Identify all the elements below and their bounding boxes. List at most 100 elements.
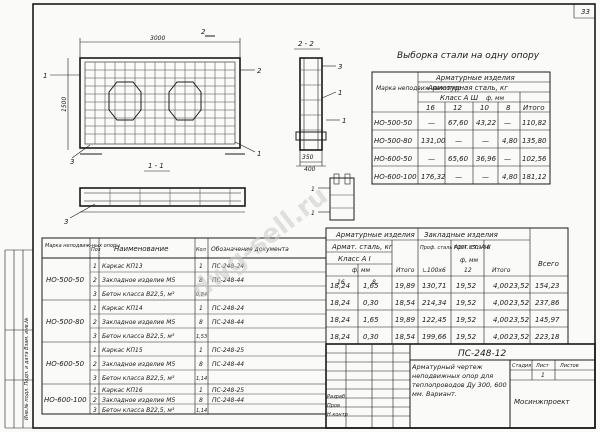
arm-cell: 23,52 <box>509 282 530 290</box>
side-margin-text: Инв.№ подл. Подп. и дата Взам. инв.№ <box>24 317 30 420</box>
spec-head-doc: Обозначение документа <box>211 246 289 253</box>
spec-qty: 1 <box>199 387 203 394</box>
spec-pos: 1 <box>93 263 97 270</box>
spec-pos: 2 <box>93 397 97 404</box>
arm-head-itogo: Итого <box>396 267 415 274</box>
steel-cell: 43,22 <box>476 119 497 127</box>
page-number: 33 <box>581 8 590 16</box>
spec-name: Каркас КП13 <box>102 263 143 270</box>
spec-name: Бетон класса В22,5, м³ <box>102 407 175 414</box>
spec-doc: ПС-248-44 <box>212 319 244 326</box>
steel-cell: 102,56 <box>522 155 547 163</box>
steel-cell: 131,00 <box>421 137 446 145</box>
arm-cell: 18,54 <box>395 299 415 307</box>
spec-doc: ПС-248-44 <box>212 397 244 404</box>
spec-head-pos: Поз <box>91 247 101 253</box>
callout-2: 2 <box>257 67 262 75</box>
spec-doc: ПС-248-24 <box>212 305 244 312</box>
arm-subcol-8: 8 <box>372 279 376 286</box>
callout-3c: 1 <box>338 89 342 97</box>
steel-cell: 67,60 <box>448 119 469 127</box>
dim-350: 350 <box>302 154 314 161</box>
steel-cell: 135,80 <box>522 137 547 145</box>
spec-qty: 1,53 <box>196 334 207 340</box>
spec-name: Бетон класса В22,5, м³ <box>102 333 175 340</box>
steel-head-d: ф, мм <box>486 95 504 102</box>
spec-group-mark: НО-500-50 <box>46 276 85 284</box>
stamp-role: Разраб <box>327 394 345 400</box>
arm-cell: 4,00 <box>493 299 509 307</box>
arm-head-class: Класс А I <box>338 255 371 263</box>
spec-name: Каркас КП14 <box>102 305 143 312</box>
spec-qty: 1 <box>199 347 203 354</box>
arm-cell: 130,71 <box>422 282 447 290</box>
steel-cell: — <box>482 173 489 181</box>
arm-cell: 18,54 <box>395 333 415 341</box>
section-mark-1a: 1 <box>311 186 315 193</box>
arm-cell: 19,52 <box>456 333 477 341</box>
steel-row-mark: НО-500-50 <box>374 119 413 127</box>
arm-head-arm-a-d: ф, мм <box>460 257 478 264</box>
dim-400: 400 <box>304 166 316 173</box>
steel-cell: — <box>455 173 462 181</box>
steel-col-10: 10 <box>480 104 489 112</box>
stamp-role: Н.контр <box>327 412 348 418</box>
steel-head-class: Класс А Ш <box>440 94 479 102</box>
spec-doc: ПС-248-44 <box>212 361 244 368</box>
section-1-1: 1 - 1 3 <box>64 162 246 226</box>
spec-pos: 3 <box>93 291 97 298</box>
specification-table: Марка неподвиж-ных опоры Поз Наименовани… <box>41 237 327 415</box>
spec-name: Закладное изделие М5 <box>102 277 175 284</box>
spec-pos: 1 <box>93 347 97 354</box>
arm-cell: 19,52 <box>456 299 477 307</box>
section-2-2-title: 2 - 2 <box>298 40 314 48</box>
arm-cell: 145,97 <box>535 316 560 324</box>
steel-head-sub: Арматурная сталь, кг <box>427 84 508 92</box>
spec-name: Закладное изделие М5 <box>102 361 175 368</box>
arm-cell: 19,52 <box>456 282 477 290</box>
steel-col-8: 8 <box>506 104 511 112</box>
steel-cell: — <box>428 119 435 127</box>
stamp-col-sheet: Лист <box>535 363 550 369</box>
arm-head-arm-a-sz: 12 <box>464 267 472 274</box>
arm-cell: 23,52 <box>509 316 530 324</box>
spec-pos: 2 <box>93 361 97 368</box>
callout-3: 3 <box>70 158 74 166</box>
arm-head-embed: Закладные изделия <box>424 231 498 239</box>
arm-cell: 18,24 <box>330 299 350 307</box>
sheet-frame: Инв.№ подл. Подп. и дата Взам. инв.№ 33 <box>4 3 596 429</box>
armature-table: Арматурные изделия Армат. сталь, кг Клас… <box>325 227 569 345</box>
steel-cell: — <box>428 155 435 163</box>
spec-qty: 0,84 <box>196 292 207 298</box>
callout-1c: 3 <box>338 63 342 71</box>
steel-cell: — <box>482 137 489 145</box>
dim-length: 3000 <box>150 35 165 42</box>
spec-doc: ПС-248-24 <box>212 263 244 270</box>
arm-cell: 18,24 <box>330 333 350 341</box>
spec-qty: 8 <box>199 319 203 326</box>
stamp-title: Арматурный чертеж неподвижных опор для т… <box>412 363 507 398</box>
callout-3b: 3 <box>64 218 68 226</box>
stamp-code: ПС-248-12 <box>458 349 506 359</box>
arm-cell: 1,65 <box>363 316 379 324</box>
arm-head-group: Арматурные изделия <box>335 231 415 239</box>
stamp-org: Мосинжпроект <box>514 398 570 406</box>
spec-name: Закладное изделие М5 <box>102 319 175 326</box>
spec-group-mark: НО-500-80 <box>46 318 85 326</box>
section-1-1-title: 1 - 1 <box>148 162 164 170</box>
spec-name: Каркас КП16 <box>102 387 143 394</box>
spec-pos: 1 <box>93 387 97 394</box>
arm-cell: 19,52 <box>456 316 477 324</box>
arm-cell: 19,89 <box>395 282 416 290</box>
arm-cell: 122,45 <box>422 316 447 324</box>
spec-qty: 1,14 <box>196 408 207 414</box>
section-2-2: 2 - 2 3 1 1 350 400 <box>294 40 346 173</box>
spec-qty: 1 <box>199 263 203 270</box>
spec-qty: 8 <box>199 397 203 404</box>
steel-head-mark: Марка неподвиж-ных опор <box>376 85 462 92</box>
arm-cell: 18,24 <box>330 282 350 290</box>
steel-cell: 176,32 <box>421 173 446 181</box>
steel-cell: 36,96 <box>476 155 497 163</box>
stamp-sheet-no: 1 <box>541 372 545 379</box>
stamp-col-sheets: Листов <box>559 363 579 369</box>
